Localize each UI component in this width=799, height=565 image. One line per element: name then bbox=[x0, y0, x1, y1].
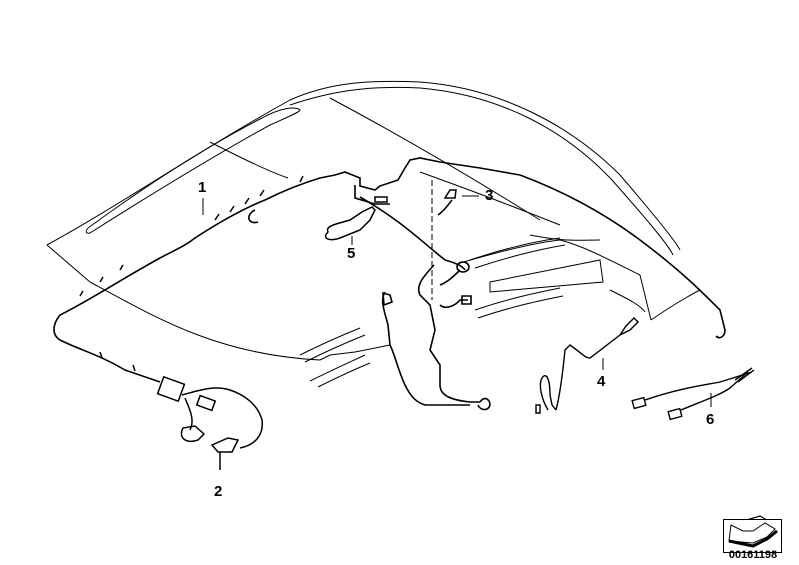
wiring-part-4 bbox=[536, 318, 638, 413]
wiring-part-3 bbox=[432, 180, 479, 300]
wiring-part-6 bbox=[632, 368, 754, 419]
wiring-part-5 bbox=[326, 207, 375, 245]
wiring-harness-2 bbox=[158, 377, 263, 470]
callout-6: 6 bbox=[706, 411, 715, 428]
body-shading-lines bbox=[300, 238, 565, 387]
harness-clips bbox=[80, 176, 387, 371]
arrow-down-left-icon bbox=[723, 519, 782, 553]
wiring-harness-1 bbox=[54, 158, 725, 382]
callout-4: 4 bbox=[597, 373, 606, 390]
central-harness bbox=[383, 265, 490, 410]
callout-3: 3 bbox=[485, 187, 494, 204]
reference-number: 00161198 bbox=[728, 549, 778, 561]
callout-1: 1 bbox=[198, 179, 207, 196]
callout-2: 2 bbox=[214, 483, 223, 500]
car-body-outline bbox=[47, 81, 700, 360]
callout-5: 5 bbox=[347, 245, 356, 262]
